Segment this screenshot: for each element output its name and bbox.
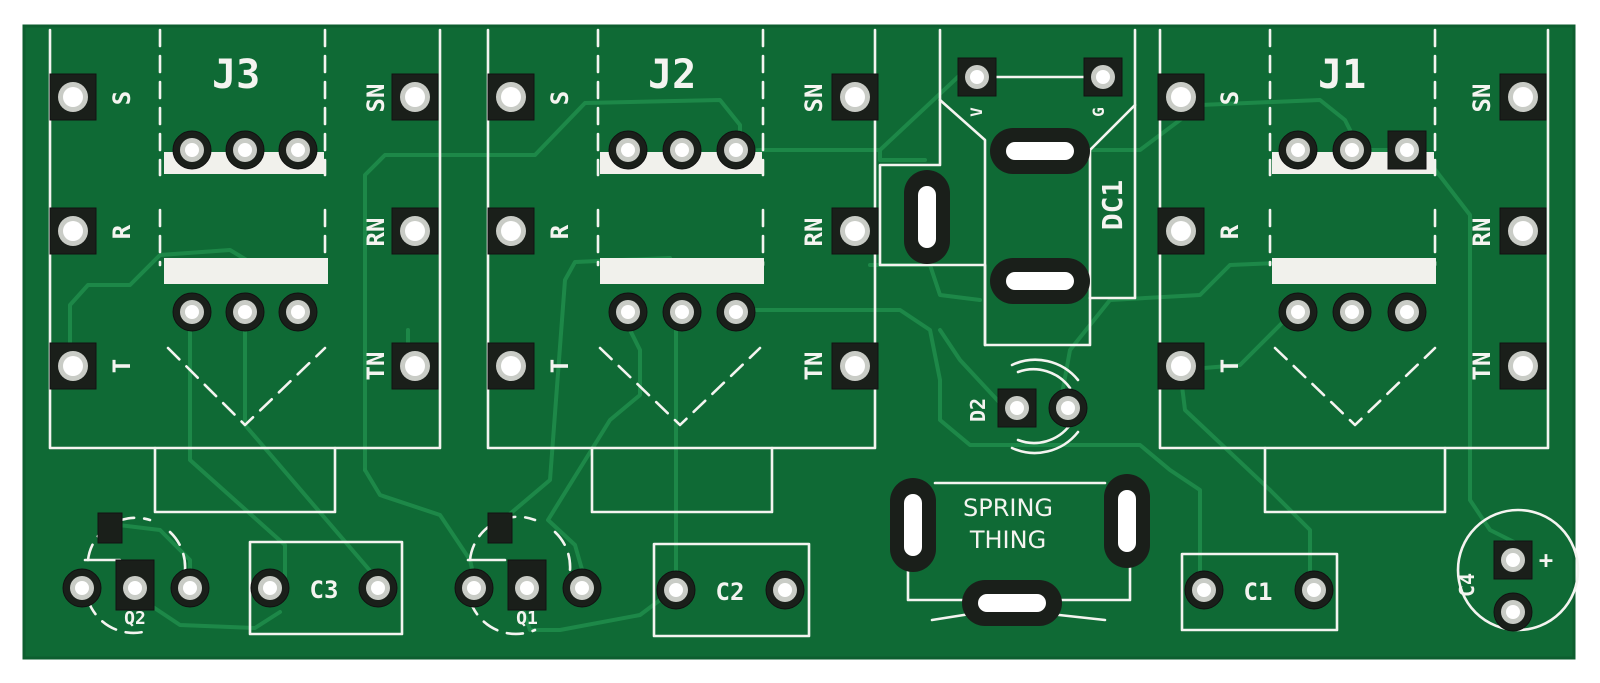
j2-rn-label: RN	[800, 218, 828, 247]
pad-c4	[1493, 540, 1533, 632]
j3-sn-label: SN	[362, 84, 390, 113]
pad-j1-t	[1157, 342, 1205, 390]
c1-ref: C1	[1244, 578, 1273, 606]
pad-j3-r	[49, 207, 97, 255]
dc1-pin-g-label: G	[1089, 107, 1108, 117]
board-title-line2: THING	[969, 526, 1046, 554]
j3-tip-label: T	[108, 359, 136, 373]
pad-c1	[1184, 570, 1334, 610]
j1-rn-label: RN	[1468, 218, 1496, 247]
d2-ref: D2	[966, 398, 990, 422]
board-title-line1: SPRING	[963, 494, 1053, 522]
j2-ring-label: R	[546, 224, 574, 239]
pad-j3-s	[49, 73, 97, 121]
pad-j2-s	[487, 73, 535, 121]
pad-j3-tn	[391, 342, 439, 390]
q1-ref: Q1	[516, 608, 538, 629]
j2-sleeve-label: S	[546, 91, 574, 105]
silkscreen-text: J3 S R T SN RN TN J2 S R T SN RN TN J1 S…	[108, 52, 1553, 629]
j1-ring-label: R	[1216, 224, 1244, 239]
pad-j2-rn	[831, 207, 879, 255]
pad-q1	[454, 512, 602, 611]
pad-j2-t	[487, 342, 535, 390]
board-edge	[22, 24, 1576, 660]
j3-sleeve-label: S	[108, 91, 136, 105]
pad-j2-r	[487, 207, 535, 255]
pad-j1-tn	[1499, 342, 1547, 390]
pad-c3	[250, 568, 398, 608]
pad-j1-r	[1157, 207, 1205, 255]
j2-ref: J2	[648, 52, 696, 98]
c2-ref: C2	[716, 578, 745, 606]
j3-tn-label: TN	[362, 352, 390, 381]
pad-dc1-g	[1083, 57, 1123, 97]
pad-d2	[997, 388, 1088, 428]
pad-j1-rn	[1499, 207, 1547, 255]
board-substrate	[24, 26, 1574, 658]
pad-j1-s	[1157, 73, 1205, 121]
pad-j3-t	[49, 342, 97, 390]
pad-j2-sn	[831, 73, 879, 121]
pad-j3-rn	[391, 207, 439, 255]
spring-slots	[890, 474, 1150, 626]
dc1-ref: DC1	[1096, 180, 1129, 231]
q2-ref: Q2	[124, 608, 146, 629]
j1-sleeve-label: S	[1216, 91, 1244, 105]
c4-polarity-label: +	[1539, 546, 1553, 574]
pad-j3-sn	[391, 73, 439, 121]
j2-tn-label: TN	[800, 352, 828, 381]
c3-ref: C3	[310, 576, 339, 604]
pad-j2-tn	[831, 342, 879, 390]
pads-layer	[49, 57, 1547, 632]
jack-inner-pads	[172, 130, 1427, 332]
j1-sn-label: SN	[1468, 84, 1496, 113]
pad-c2	[656, 570, 805, 610]
pad-j1-sn	[1499, 73, 1547, 121]
c4-ref: C4	[1455, 573, 1479, 597]
j1-tn-label: TN	[1468, 352, 1496, 381]
pad-dc1-v	[957, 57, 997, 97]
pad-q2	[62, 512, 210, 611]
j3-ref: J3	[212, 52, 260, 98]
j1-ref: J1	[1318, 52, 1366, 98]
dc1-slots	[904, 128, 1090, 304]
j1-tip-label: T	[1216, 359, 1244, 373]
j3-ring-label: R	[108, 224, 136, 239]
j2-sn-label: SN	[800, 84, 828, 113]
dc1-pin-v-label: V	[967, 107, 986, 117]
j2-tip-label: T	[546, 359, 574, 373]
j3-rn-label: RN	[362, 218, 390, 247]
